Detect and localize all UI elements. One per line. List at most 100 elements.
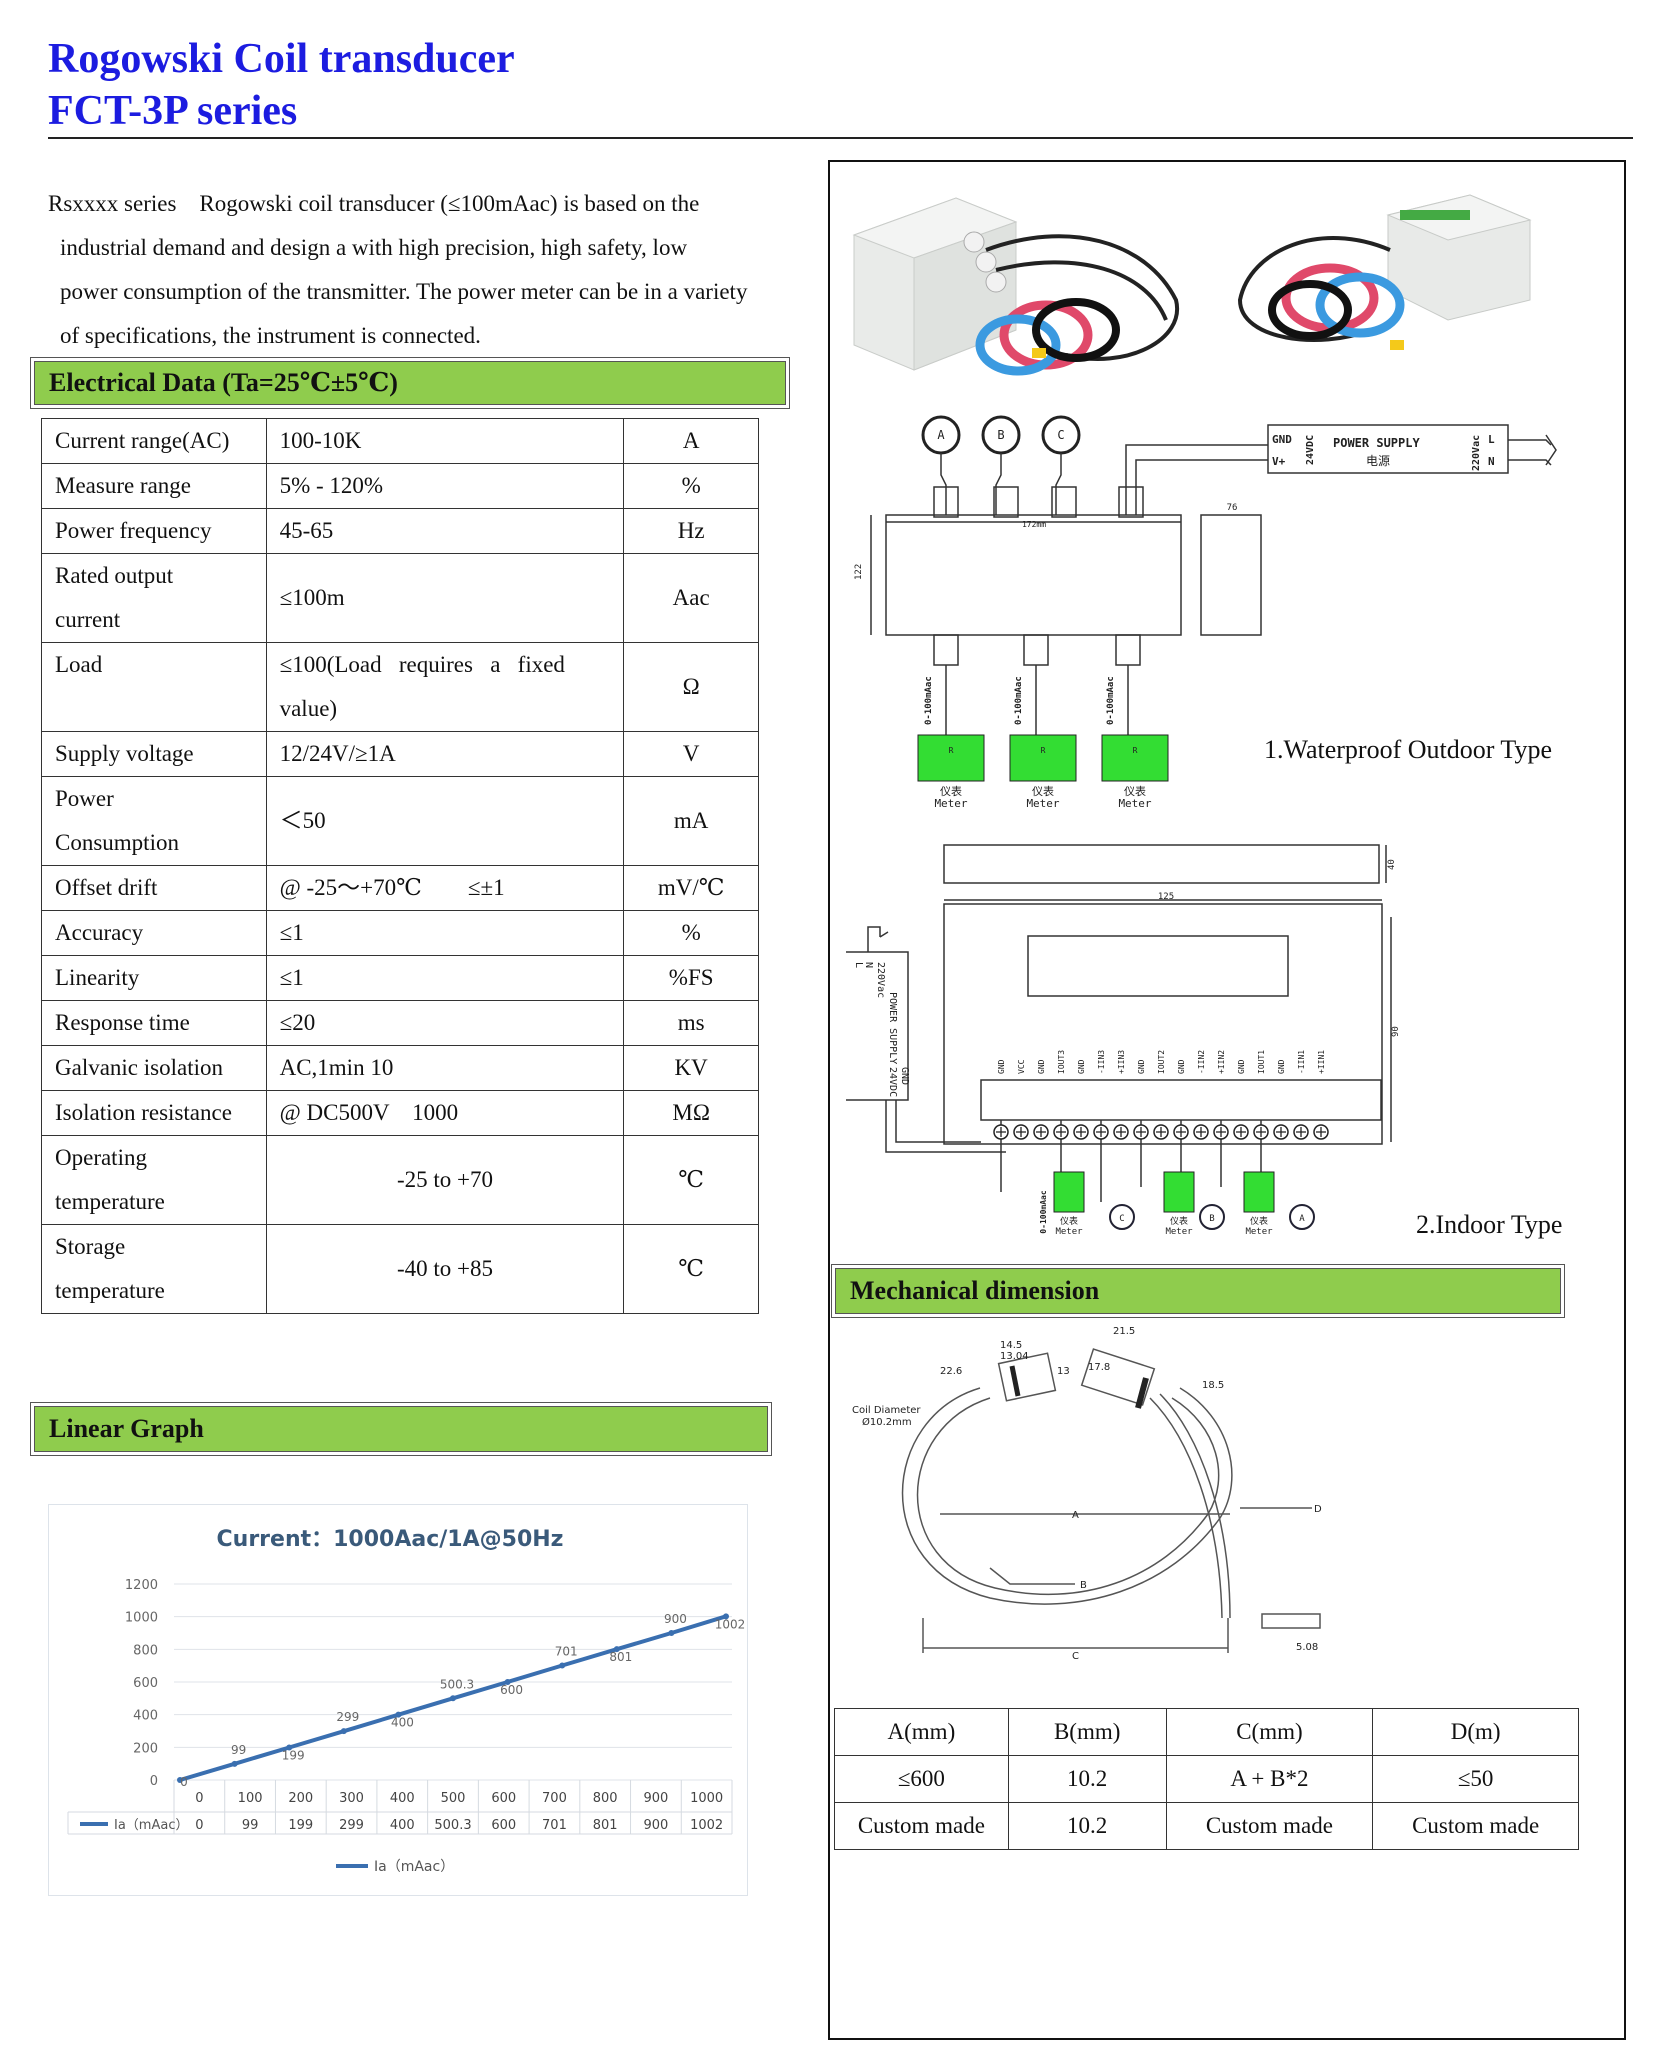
din-body-outline (943, 903, 1383, 1145)
ps-vplus: V+ (1272, 455, 1286, 468)
phase-label: B (1209, 1214, 1214, 1224)
param-line: Storage (55, 1234, 126, 1259)
phase-b-marker (1199, 1204, 1225, 1230)
unit-cell: mA (623, 776, 759, 866)
ips-gnd: GND (899, 1067, 910, 1085)
signal-label: 0-100mAac (1106, 676, 1116, 725)
display-window (1027, 935, 1289, 997)
table-value: 400 (390, 1818, 415, 1833)
param-cell: Offset drift (41, 865, 267, 911)
value-cell: 12/24V/≥1A (265, 731, 625, 777)
phase-label: C (1119, 1214, 1124, 1224)
unit-cell: ℃ (623, 1224, 759, 1314)
y-tick-label: 800 (133, 1643, 158, 1658)
x-category-label: 500 (441, 1791, 466, 1806)
chart-title: Current：1000Aac/1A@50Hz (217, 1527, 564, 1552)
meter-cn: 仪表 (940, 784, 962, 798)
param-line: temperature (55, 1278, 165, 1303)
terminal-label: GND (1277, 1059, 1286, 1074)
x-category-label: 0 (195, 1791, 203, 1806)
unit-cell: MΩ (623, 1090, 759, 1136)
param-cell: Load (41, 642, 267, 732)
table-cell: ≤600 (834, 1755, 1009, 1803)
coil-ring-outer (901, 1387, 1233, 1605)
terminal-screw-cross (996, 1127, 1006, 1137)
terminal-screw-cross (1256, 1127, 1266, 1137)
dim-172: 172mm (1022, 520, 1046, 529)
table-value: 1002 (690, 1818, 723, 1833)
data-label: 0 (180, 1775, 188, 1789)
coil-clasp-right (1080, 1348, 1156, 1406)
data-label: 500.3 (440, 1677, 474, 1691)
meter-r: R (949, 746, 954, 755)
ps-220vac: 220Vac (1471, 435, 1482, 471)
value-cell: ≤1 (265, 955, 625, 1001)
param-cell: Power frequency (41, 508, 267, 554)
coil-diameter-value: Ø10.2mm (862, 1416, 912, 1428)
dim-d: D (1314, 1504, 1322, 1515)
table-value: 199 (288, 1818, 313, 1833)
enclosure-side (1200, 514, 1262, 636)
param-cell: Accuracy (41, 910, 267, 956)
table-value: 801 (593, 1818, 618, 1833)
unit-cell: ℃ (623, 1135, 759, 1225)
page-title: Rogowski Coil transducer (48, 36, 515, 82)
data-point (613, 1646, 620, 1653)
value-cell: AC,1min 10 (265, 1045, 625, 1091)
unit-cell: Ω (623, 642, 759, 732)
param-line: Consumption (55, 830, 179, 855)
terminal-label: GND (1177, 1059, 1186, 1074)
mechanical-dimension-header: Mechanical dimension (835, 1268, 1561, 1314)
phase-a-marker (1289, 1204, 1315, 1230)
unit-cell: % (623, 463, 759, 509)
indoor-meter (1163, 1171, 1195, 1213)
page-subtitle: FCT-3P series (48, 88, 298, 134)
unit-cell: % (623, 910, 759, 956)
terminal-screw-cross (1296, 1127, 1306, 1137)
table-value: 900 (643, 1818, 668, 1833)
table-cell: Custom made (1372, 1802, 1579, 1850)
unit-cell: Hz (623, 508, 759, 554)
dim-13: 13 (1057, 1366, 1070, 1377)
ps-l: L (1488, 433, 1495, 446)
meter-label: Meter (1245, 1227, 1273, 1237)
y-tick-label: 200 (133, 1741, 158, 1756)
terminal-label: VCC (1017, 1059, 1026, 1074)
terminal-label: GND (1077, 1059, 1086, 1074)
meter-c (1101, 734, 1169, 782)
diagram-panel (828, 160, 1626, 2040)
value-cell: ≤100m (265, 553, 625, 643)
meter-r: R (1133, 746, 1138, 755)
ips-24: 24VDC (887, 1067, 898, 1097)
terminal-screw-cross (1136, 1127, 1146, 1137)
data-point (723, 1613, 729, 1620)
dim-40: 40 (1387, 859, 1397, 870)
x-category-label: 600 (491, 1791, 516, 1806)
value-cell: ≤1 (265, 910, 625, 956)
ps-title-cn: 电源 (1366, 454, 1390, 468)
data-point (395, 1711, 402, 1718)
phase-c-marker (1109, 1204, 1135, 1230)
terminal-screw-cross (1316, 1127, 1326, 1137)
x-category-label: 400 (390, 1791, 415, 1806)
table-row: Accuracy≤1% (41, 910, 759, 956)
meter-label: Meter (1026, 797, 1059, 810)
dim-a: A (1072, 1510, 1079, 1521)
type1-label: 1.Waterproof Outdoor Type (1264, 735, 1553, 764)
dim-22-6: 22.6 (940, 1366, 962, 1377)
table-value: 701 (542, 1818, 567, 1833)
terminal-screw-cross (1056, 1127, 1066, 1137)
mechanical-table: A(mm) B(mm) C(mm) D(m) ≤600 10.2 A + B*2… (834, 1708, 1579, 1850)
mechanical-dimension-title: Mechanical dimension (850, 1276, 1100, 1305)
dim-21-5: 21.5 (1113, 1326, 1135, 1337)
data-point (286, 1744, 293, 1751)
data-label: 801 (609, 1650, 632, 1664)
